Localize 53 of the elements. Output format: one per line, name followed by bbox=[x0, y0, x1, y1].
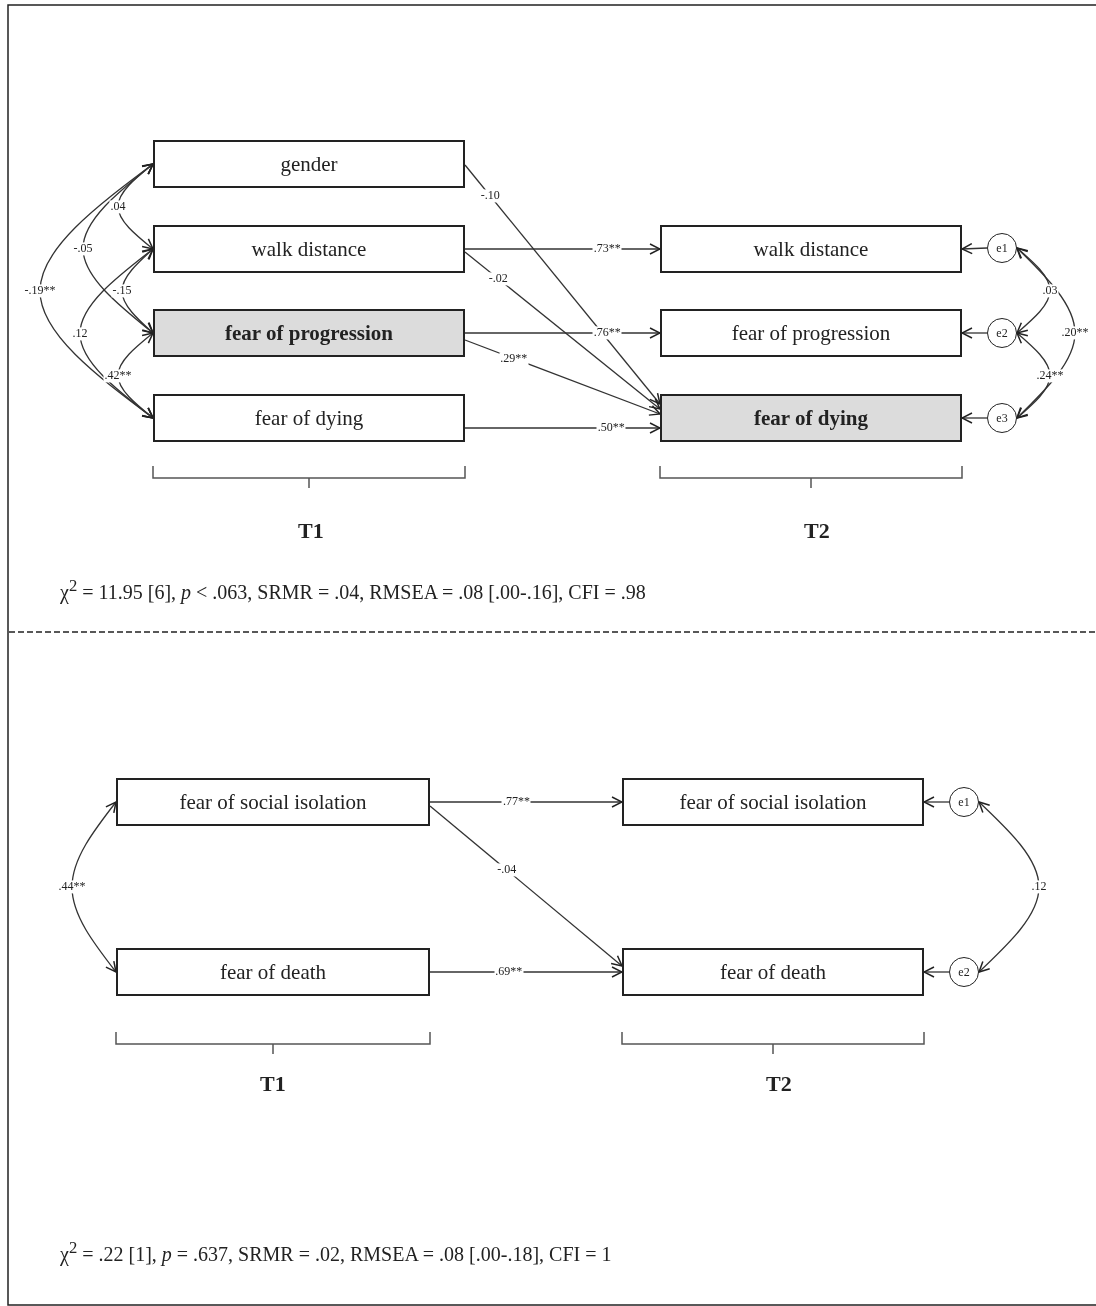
arrow bbox=[464, 164, 661, 405]
variable-box: fear of progression bbox=[660, 309, 962, 357]
error-circle: e3 bbox=[987, 403, 1017, 433]
edge-label: -.04 bbox=[496, 863, 518, 877]
arrow bbox=[79, 248, 154, 419]
error-circle: e2 bbox=[987, 318, 1017, 348]
variable-box: fear of death bbox=[622, 948, 924, 996]
edge-label: -.19** bbox=[23, 284, 57, 298]
variable-box: fear of death bbox=[116, 948, 430, 996]
edge-label: -.02 bbox=[487, 272, 509, 286]
error-circle: e2 bbox=[949, 957, 979, 987]
arrow bbox=[39, 163, 154, 419]
variable-box: fear of progression bbox=[153, 309, 465, 357]
edge-label: .20** bbox=[1060, 326, 1090, 340]
edge-label: .42** bbox=[103, 368, 133, 383]
variable-box: walk distance bbox=[153, 225, 465, 273]
arrow bbox=[464, 251, 661, 410]
fit-statistics: χ$^{2}$ = .22 [1], p = .637, SRMR = .02, RMSEA = .08 [.00-.18], CFI = 1 bbox=[60, 1238, 612, 1266]
arrow bbox=[923, 966, 950, 978]
edge-label: -.10 bbox=[479, 189, 501, 203]
edge-label: .24** bbox=[1035, 368, 1065, 383]
edge-label: -.05 bbox=[72, 241, 94, 256]
edge-label: .12 bbox=[1030, 880, 1048, 894]
variable-box: fear of social isolation bbox=[116, 778, 430, 826]
time-label: T2 bbox=[766, 1071, 792, 1097]
arrow bbox=[121, 248, 154, 334]
arrow bbox=[923, 796, 950, 808]
error-circle: e1 bbox=[949, 787, 979, 817]
arrow bbox=[71, 801, 117, 973]
edge-label: .04 bbox=[109, 199, 127, 214]
edge-label: .29** bbox=[499, 351, 529, 366]
error-circle: e1 bbox=[987, 233, 1017, 263]
edge-label: .44** bbox=[57, 880, 87, 894]
edge-label: .03 bbox=[1041, 283, 1059, 298]
arrow bbox=[429, 805, 623, 967]
variable-box: walk distance bbox=[660, 225, 962, 273]
variable-box: fear of dying bbox=[153, 394, 465, 442]
edge-label: .12 bbox=[71, 326, 89, 341]
arrow bbox=[117, 332, 154, 419]
edge-label: .76** bbox=[592, 326, 622, 340]
arrow bbox=[961, 412, 988, 424]
variable-box: gender bbox=[153, 140, 465, 188]
arrow bbox=[961, 327, 988, 339]
variable-box: fear of social isolation bbox=[622, 778, 924, 826]
arrow bbox=[961, 242, 988, 255]
time-label: T2 bbox=[804, 518, 830, 544]
fit-statistics: χ$^{2}$ = 11.95 [6], p < .063, SRMR = .04, RMSEA = .08 [.00-.16], CFI = .98 bbox=[60, 576, 646, 604]
edge-label: -.15 bbox=[111, 284, 133, 298]
arrow bbox=[978, 801, 1040, 973]
time-label: T1 bbox=[298, 518, 324, 544]
arrow bbox=[1016, 247, 1051, 334]
variable-box: fear of dying bbox=[660, 394, 962, 442]
time-label: T1 bbox=[260, 1071, 286, 1097]
